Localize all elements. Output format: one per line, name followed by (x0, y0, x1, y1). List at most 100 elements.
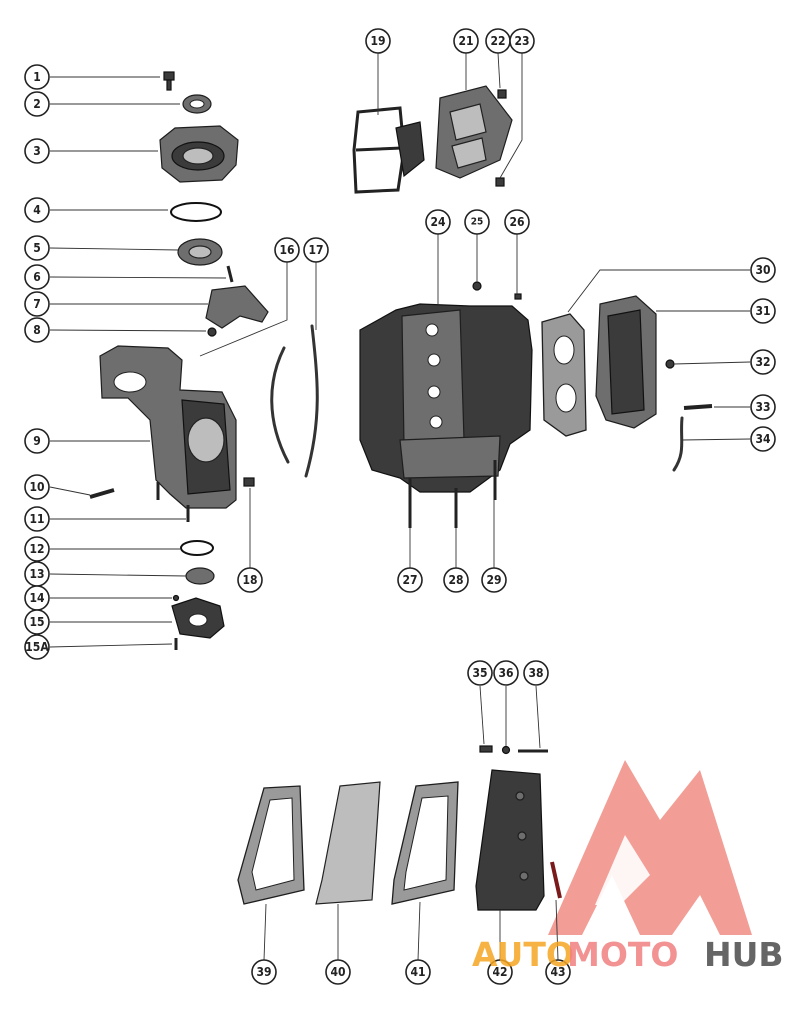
callout-label: 22 (490, 34, 505, 48)
callout-3: 5 (24, 235, 50, 261)
callout-39: 32 (750, 349, 776, 375)
watermark-hub: HUB (704, 935, 784, 974)
callout-label: 10 (29, 480, 44, 494)
watermark-moto: MOTO (567, 935, 678, 974)
callout-label: 32 (755, 355, 770, 369)
part-crankcase-cover-7 (99, 345, 237, 509)
callout-label: 27 (402, 573, 417, 587)
callout-11: 29 (481, 567, 507, 593)
callout-label: 18 (242, 573, 257, 587)
callout-6: 24 (425, 209, 451, 235)
callout-label: 17 (308, 243, 323, 257)
callout-label: 13 (29, 567, 44, 581)
callout-label: 39 (256, 965, 271, 979)
callout-22: 13 (24, 561, 50, 587)
callout-label: 38 (528, 666, 543, 680)
callout-28: 41 (405, 959, 431, 985)
callout-label: 12 (29, 542, 44, 556)
callout-label: 41 (410, 965, 425, 979)
callout-label: 31 (755, 304, 770, 318)
part-gasket-28 (391, 781, 459, 905)
callout-17: 6 (24, 264, 50, 290)
part-gasket-35 (541, 313, 587, 437)
part-clamp-16 (205, 285, 269, 329)
part-seal-strip-15 (304, 324, 319, 478)
callout-2: 4 (24, 197, 50, 223)
callout-27: 40 (325, 959, 351, 985)
callout-label: 8 (33, 323, 41, 337)
callout-33: 35 (467, 660, 493, 686)
callout-41: 19 (365, 28, 391, 54)
part-o-ring-2 (170, 202, 222, 222)
callout-5: 1 (24, 64, 50, 90)
callout-31: 38 (523, 660, 549, 686)
callout-label: 15 (29, 615, 44, 629)
callout-30: 43 (545, 959, 571, 985)
callout-12: 26 (504, 209, 530, 235)
callout-40: 21 (453, 28, 479, 54)
callout-label: 14 (29, 591, 45, 605)
watermark-auto: AUTO (472, 935, 574, 974)
watermark-logo (548, 760, 752, 935)
part-cover-34 (595, 295, 657, 429)
part-gasket-26 (237, 785, 305, 905)
callout-label: 24 (430, 215, 446, 229)
callout-35: 30 (750, 257, 776, 283)
part-reed-block-40 (435, 85, 513, 179)
part-end-plate-21 (171, 597, 225, 639)
callout-label: 5 (33, 241, 41, 255)
callout-label: 15A (25, 640, 49, 654)
leader-lines (49, 52, 751, 961)
callout-29: 42 (487, 959, 513, 985)
callout-38: 34 (750, 426, 776, 452)
callout-label: 35 (472, 666, 487, 680)
part-exhaust-cover-29 (475, 769, 545, 911)
callout-10: 28 (443, 567, 469, 593)
callout-label: 3 (33, 144, 41, 158)
callout-label: 11 (29, 512, 44, 526)
callout-label: 43 (550, 965, 565, 979)
callout-label: 23 (514, 34, 529, 48)
callout-label: 34 (755, 432, 771, 446)
callout-1: 3 (24, 138, 50, 164)
callout-8: 11 (24, 506, 50, 532)
callout-label: 6 (33, 270, 41, 284)
callout-label: 4 (33, 203, 41, 217)
callout-4: 2 (24, 91, 50, 117)
callout-36: 33 (750, 394, 776, 420)
callout-24: 12 (24, 536, 50, 562)
callout-label: 7 (33, 297, 41, 311)
callout-label: 36 (498, 666, 513, 680)
callout-label: 26 (509, 215, 524, 229)
callout-label: 30 (755, 263, 770, 277)
callout-label: 25 (471, 217, 484, 228)
part-screw-5 (163, 71, 175, 91)
callout-15a: 25 (464, 209, 490, 235)
callout-42: 22 (485, 28, 511, 54)
part-end-cap-1 (159, 125, 239, 183)
callout-label: 28 (448, 573, 463, 587)
callout-26: 39 (251, 959, 277, 985)
callout-25: 15A (24, 634, 50, 660)
callout-label: 21 (458, 34, 473, 48)
callout-21: 15 (24, 609, 50, 635)
callout-15: 17 (303, 237, 329, 263)
part-gasket-41 (352, 106, 425, 194)
part-cylinder-block-6 (359, 303, 533, 493)
callout-label: 33 (755, 400, 770, 414)
callout-7: 9 (24, 428, 50, 454)
callout-14: 16 (274, 237, 300, 263)
callout-18: 8 (24, 317, 50, 343)
watermark-text: AUTO MOTO HUB (472, 935, 784, 974)
part-bearing-3 (177, 238, 223, 266)
callout-label: 16 (279, 243, 294, 257)
callout-label: 19 (370, 34, 385, 48)
callout-label: 42 (492, 965, 507, 979)
callout-32: 36 (493, 660, 519, 686)
part-divider-plate-27 (315, 781, 381, 905)
callout-label: 29 (486, 573, 501, 587)
callout-label: 9 (33, 434, 41, 448)
callout-label: 40 (330, 965, 345, 979)
callout-label: 1 (33, 70, 41, 84)
